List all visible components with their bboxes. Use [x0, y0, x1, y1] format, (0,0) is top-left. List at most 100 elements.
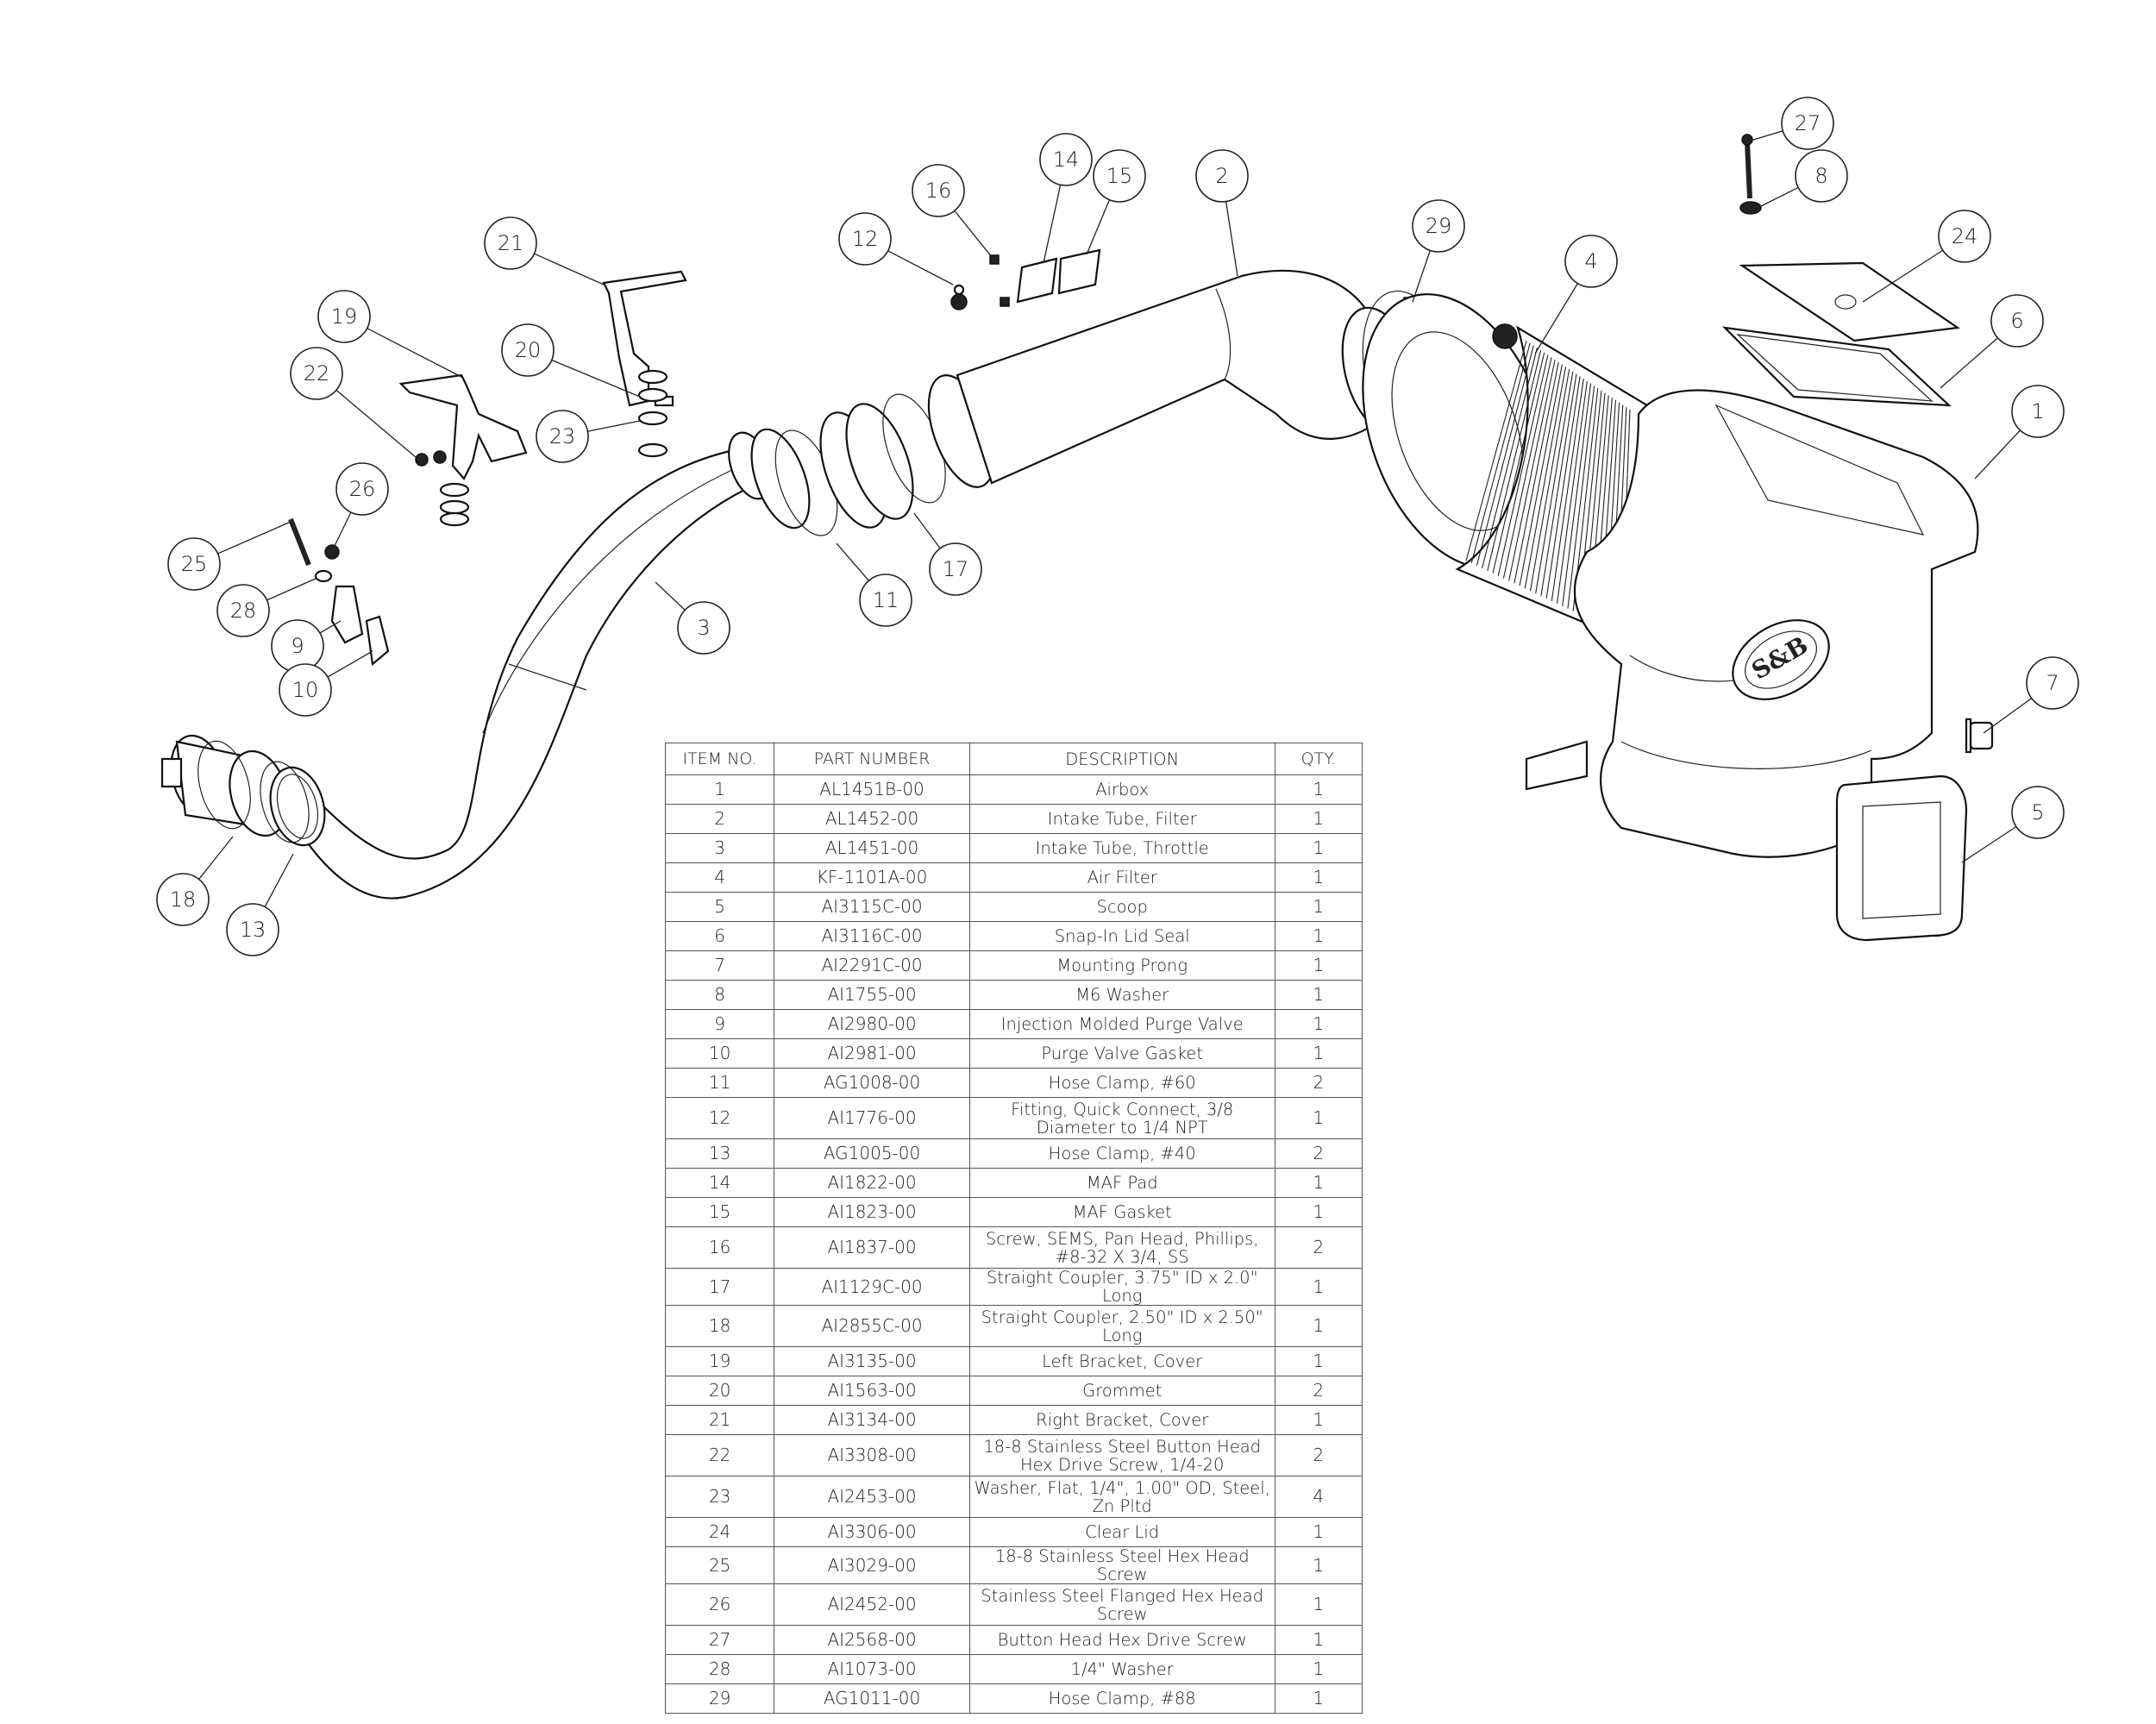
callout-number: 25 [181, 552, 208, 576]
callout-leader-line [534, 253, 605, 285]
callout-leader-line [1412, 250, 1431, 303]
callout-number: 28 [230, 599, 257, 623]
bom-item-no: 7 [664, 950, 775, 981]
bom-qty: 1 [1274, 774, 1363, 805]
bom-part-number: AI2453-00 [774, 1476, 970, 1518]
callout-number: 19 [331, 304, 358, 329]
callout-circle [279, 663, 332, 717]
callout-leader-line [1961, 825, 2017, 863]
callout-circle [317, 290, 371, 343]
callout-circle [677, 601, 730, 655]
callout-number: 4 [1584, 249, 1597, 273]
callout-leader-line [1750, 130, 1783, 141]
callout-leader-line [266, 577, 318, 601]
callout-leader-line [335, 389, 417, 458]
bom-qty: 1 [1274, 1168, 1363, 1198]
bom-part-number: AI2291C-00 [774, 950, 970, 981]
callout-leader-line [333, 511, 352, 549]
callout-number: 24 [1952, 224, 1978, 248]
bom-description: 1/4" Washer [968, 1654, 1275, 1684]
callout-leader-line [1043, 185, 1062, 264]
bom-description: Snap-In Lid Seal [968, 921, 1275, 951]
bom-qty: 1 [1274, 1405, 1363, 1435]
bom-part-number: AG1005-00 [774, 1138, 970, 1169]
bom-qty: 1 [1274, 1038, 1363, 1069]
bom-description: Screw, SEMS, Pan Head, Phillips, #8-32 X… [968, 1226, 1275, 1269]
filter-pleat [1540, 373, 1577, 597]
bom-qty: 1 [1274, 1583, 1363, 1626]
bom-item-no: 25 [664, 1546, 775, 1584]
callout-circle [1093, 149, 1146, 203]
bom-description: Button Head Hex Drive Screw [968, 1625, 1275, 1655]
bom-qty: 1 [1274, 892, 1363, 922]
callout-circle [1564, 235, 1618, 288]
callout-leader-line [655, 581, 686, 611]
filter-pleat [1487, 349, 1542, 571]
bom-qty: 1 [1274, 862, 1363, 893]
bom-qty: 1 [1274, 1517, 1363, 1547]
callout-leader-line [198, 836, 234, 880]
callout-circle [1412, 199, 1465, 253]
bom-qty: 1 [1274, 980, 1363, 1010]
callout-number: 2 [1215, 164, 1228, 188]
header-qty: QTY. [1274, 743, 1363, 775]
bom-description: Scoop [968, 892, 1275, 922]
callout-leader-line [836, 542, 869, 581]
callout-circle [167, 537, 221, 591]
mounting-prong [1965, 718, 1994, 754]
clear-lid [1739, 261, 1961, 342]
filter-pleat [1545, 376, 1581, 599]
bom-qty: 2 [1274, 1138, 1363, 1169]
bom-part-number: AI1129C-00 [774, 1268, 970, 1306]
bom-item-no: 24 [664, 1517, 775, 1547]
bom-qty: 1 [1274, 1654, 1363, 1684]
callout-number: 20 [515, 338, 542, 362]
callout-circle [838, 212, 892, 266]
callout-leader-line [887, 250, 954, 285]
callout-leader-line [327, 650, 373, 678]
airbox: S&B [1525, 389, 1979, 858]
bom-part-number: AI2452-00 [774, 1583, 970, 1626]
bom-item-no: 18 [664, 1305, 775, 1347]
callout-circle [536, 410, 589, 463]
callout-circle [1195, 149, 1249, 203]
maf-parts [950, 248, 1101, 310]
filter-pleat [1497, 354, 1549, 576]
button-head-screw-and-washer [1739, 134, 1762, 215]
callout-number: 14 [1053, 147, 1080, 172]
callout-number: 10 [292, 678, 319, 702]
bom-part-number: AI3308-00 [774, 1434, 970, 1476]
header-item-no: ITEM NO. [664, 743, 775, 775]
callout-leader-line [913, 512, 941, 549]
callout-leader-line [264, 853, 294, 907]
bom-item-no: 14 [664, 1168, 775, 1198]
callout-number: 6 [2010, 309, 2023, 333]
bom-part-number: AI3116C-00 [774, 921, 970, 951]
bom-description: Stainless Steel Flanged Hex Head Screw [968, 1583, 1275, 1626]
intake-tube-filter [956, 269, 1419, 485]
bom-item-no: 19 [664, 1346, 775, 1376]
bom-part-number: AG1008-00 [774, 1068, 970, 1098]
callout-leader-line [217, 521, 291, 555]
bom-part-number: AI1823-00 [774, 1197, 970, 1227]
bom-description: Straight Coupler, 2.50" ID x 2.50" Long [968, 1305, 1275, 1347]
header-part-number: PART NUMBER [774, 743, 970, 775]
bom-part-number: AI2855C-00 [774, 1305, 970, 1347]
bom-part-number: AI3306-00 [774, 1517, 970, 1547]
bom-description: 18-8 Stainless Steel Hex Head Screw [968, 1546, 1275, 1584]
callout-number: 16 [925, 179, 952, 203]
header-description: DESCRIPTION [968, 743, 1275, 775]
filter-pleat [1519, 364, 1563, 586]
bom-part-number: AI1073-00 [774, 1654, 970, 1684]
bom-qty: 4 [1274, 1476, 1363, 1518]
